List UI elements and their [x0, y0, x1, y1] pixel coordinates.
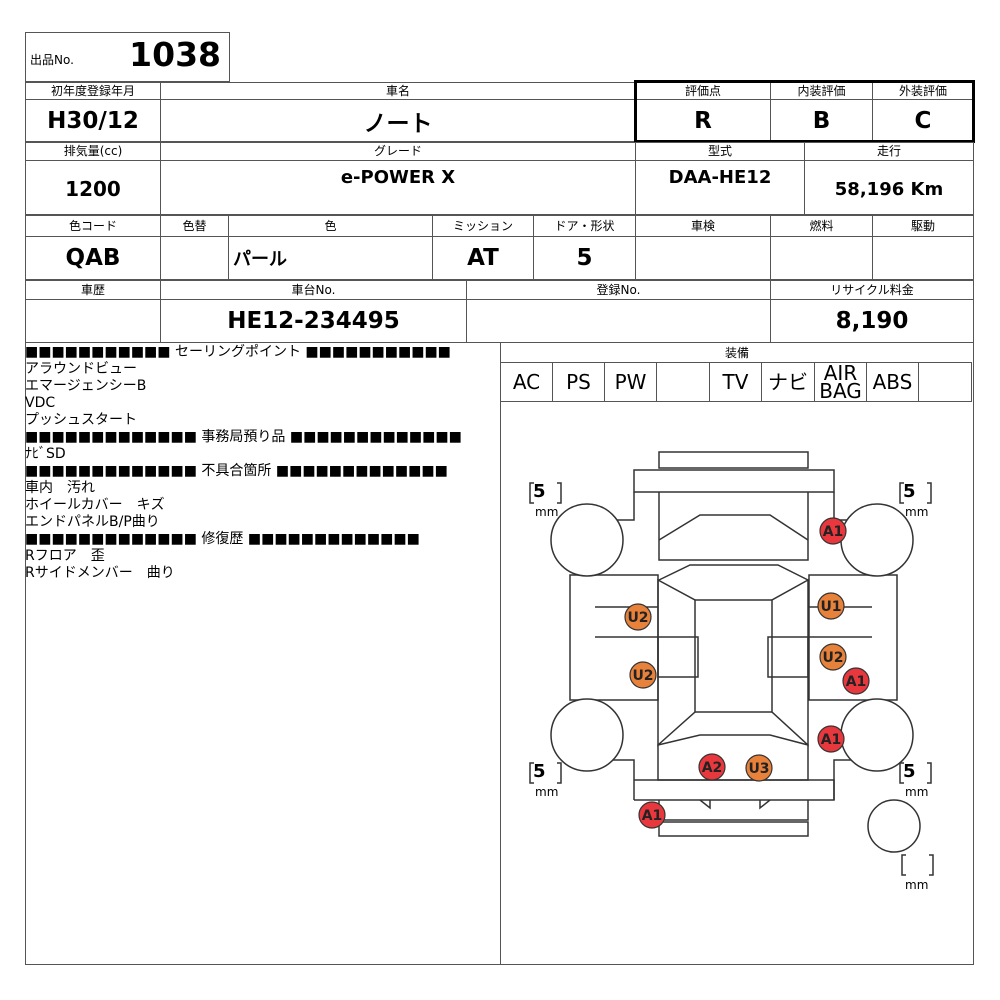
damage-code: A1 — [821, 732, 842, 748]
damage-mark: U3 — [745, 754, 773, 782]
damage-mark: U2 — [819, 643, 847, 671]
notes-line: ﾅﾋﾞSD — [25, 446, 66, 462]
evaluation-frame — [634, 80, 975, 143]
equipment-blank-2 — [918, 362, 972, 402]
damage-code: A1 — [823, 524, 844, 540]
equipment-header: 装備 — [724, 346, 749, 360]
damage-code: U2 — [822, 650, 843, 666]
tire-depth-rear-left: 5 — [533, 761, 546, 782]
color-code-value: QAB — [25, 236, 161, 280]
damage-code: A1 — [642, 808, 663, 824]
damage-mark: A1 — [817, 725, 845, 753]
damage-mark: A2 — [698, 753, 726, 781]
notes-line: プッシュスタート — [25, 412, 137, 428]
tire-unit-spare: mm — [905, 878, 929, 892]
damage-code: U2 — [627, 610, 648, 626]
tire-unit-front-right: mm — [905, 505, 929, 519]
tire-depth-front-right: 5 — [903, 481, 916, 502]
lot-label: 出品No. — [30, 53, 74, 67]
notes-line: ホイールカバー キズ — [25, 497, 165, 513]
damage-code: U2 — [632, 668, 653, 684]
tire-depth-front-left: 5 — [533, 481, 546, 502]
lot-number: 1038 — [129, 35, 221, 74]
damage-mark: A1 — [819, 517, 847, 545]
transmission-value: AT — [432, 236, 534, 280]
notes-line: ■■■■■■■■■■■■■ 事務局預り品 ■■■■■■■■■■■■■ — [25, 429, 462, 445]
lot-box: 出品No. 1038 — [25, 32, 230, 82]
damage-code: U3 — [748, 761, 769, 777]
notes-line: アラウンドビュー — [25, 361, 137, 377]
mileage-value: 58,196 Km — [804, 160, 974, 215]
drive-value — [872, 236, 974, 280]
notes-line: Rサイドメンバー 曲り — [25, 565, 175, 581]
notes-list: ■■■■■■■■■■■ セーリングポイント ■■■■■■■■■■■ アラウンドビ… — [25, 344, 500, 582]
notes-line: ■■■■■■■■■■■■■ 修復歴 ■■■■■■■■■■■■■ — [25, 531, 420, 547]
damage-code: A1 — [846, 674, 867, 690]
damage-mark: U2 — [629, 661, 657, 689]
damage-mark: A1 — [638, 801, 666, 829]
tire-depth-rear-right: 5 — [903, 761, 916, 782]
tire-unit-rear-right: mm — [905, 785, 929, 799]
notes-line: 車内 汚れ — [25, 480, 95, 496]
damage-mark: U1 — [817, 592, 845, 620]
displacement-value: 1200 — [25, 160, 161, 215]
damage-code: U1 — [820, 599, 841, 615]
notes-line: Rフロア 歪 — [25, 548, 105, 564]
tire-unit-front-left: mm — [535, 505, 559, 519]
damage-code: A2 — [702, 760, 723, 776]
damage-mark: U2 — [624, 603, 652, 631]
damage-mark: A1 — [842, 667, 870, 695]
first-reg-value: H30/12 — [25, 99, 161, 142]
notes-line: VDC — [25, 395, 56, 411]
car-name-value: ノート — [160, 99, 636, 142]
notes-line: ■■■■■■■■■■■■■ 不具合箇所 ■■■■■■■■■■■■■ — [25, 463, 448, 479]
notes-line: ■■■■■■■■■■■ セーリングポイント ■■■■■■■■■■■ — [25, 344, 451, 360]
notes-line: エンドパネルB/P曲り — [25, 514, 160, 530]
tire-unit-rear-left: mm — [535, 785, 559, 799]
notes-line: エマージェンシーB — [25, 378, 147, 394]
diagram-panel — [500, 342, 974, 965]
